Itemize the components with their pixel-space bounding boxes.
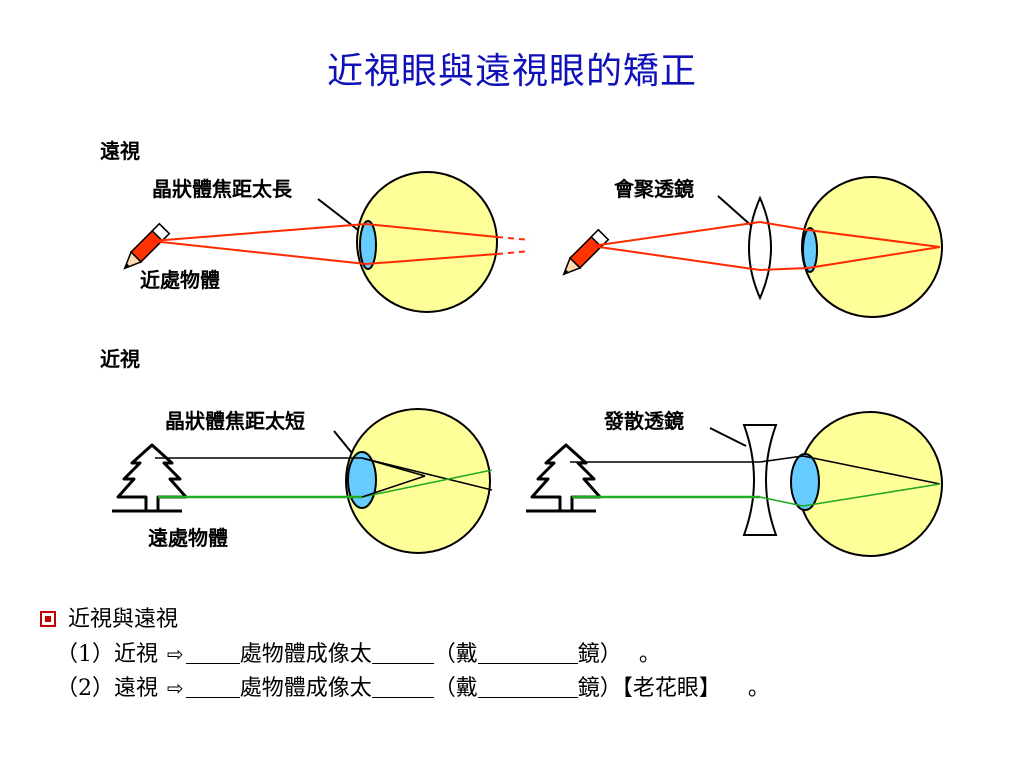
crystalline-lens <box>802 227 818 273</box>
pencil-icon <box>562 228 610 276</box>
nearsighted-heading: 近視 <box>100 347 140 371</box>
far-lens-label: 晶狀體焦距太長 <box>152 177 293 201</box>
far-rays <box>151 223 531 265</box>
answer-blank <box>477 641 578 664</box>
eye-nearsighted <box>345 408 491 554</box>
far-lens-pointer <box>317 198 363 234</box>
diverging-lens-pointer <box>709 427 747 447</box>
note-line-2: （2）遠視 ⇨處物體成像太（戴鏡）【老花眼】 。 <box>56 675 770 701</box>
diverging-lens <box>742 424 778 536</box>
far-object-label: 近處物體 <box>140 268 220 292</box>
note-line-1: （1）近視 ⇨處物體成像太（戴鏡） 。 <box>56 641 661 667</box>
answer-blank <box>185 675 240 698</box>
near-object-label: 遠處物體 <box>148 526 228 550</box>
corrected-far-rays <box>591 221 941 271</box>
converging-lens-label: 會聚透鏡 <box>614 177 694 201</box>
page-title: 近視眼與遠視眼的矯正 <box>326 51 697 92</box>
eye-farsighted <box>356 171 498 313</box>
corrected-near-rays <box>570 455 941 507</box>
bullet-icon <box>40 611 56 627</box>
eye-correction-diagram: 遠視 晶狀體焦距太長 近處物體 會聚透鏡 <box>100 139 943 557</box>
answer-blank <box>185 641 240 664</box>
arrow-icon: ⇨ <box>167 642 184 666</box>
crystalline-lens <box>359 220 377 270</box>
near-lens-label: 晶狀體焦距太短 <box>165 409 305 433</box>
answer-blank <box>371 641 434 664</box>
diverging-lens-label: 發散透鏡 <box>603 409 684 433</box>
eyeball <box>801 176 943 318</box>
eyeball <box>345 408 491 554</box>
tree-icon <box>526 443 602 513</box>
crystalline-lens <box>790 453 820 511</box>
pencil-icon <box>123 222 171 270</box>
converging-lens-pointer <box>717 195 755 229</box>
tree-icon <box>112 443 188 513</box>
eye-corrected-nearsighted <box>790 411 943 557</box>
farsighted-heading: 遠視 <box>100 139 140 163</box>
notes-section: 近視與遠視 （1）近視 ⇨處物體成像太（戴鏡） 。 （2）遠視 ⇨處物體成像太（… <box>40 603 770 705</box>
answer-blank <box>477 675 578 698</box>
converging-lens <box>748 195 772 301</box>
near-rays <box>155 457 493 499</box>
arrow-icon: ⇨ <box>167 676 184 700</box>
notes-heading: 近視與遠視 <box>40 603 770 637</box>
eyeball <box>356 171 498 313</box>
eye-corrected-farsighted <box>801 176 943 318</box>
answer-blank <box>371 675 434 698</box>
